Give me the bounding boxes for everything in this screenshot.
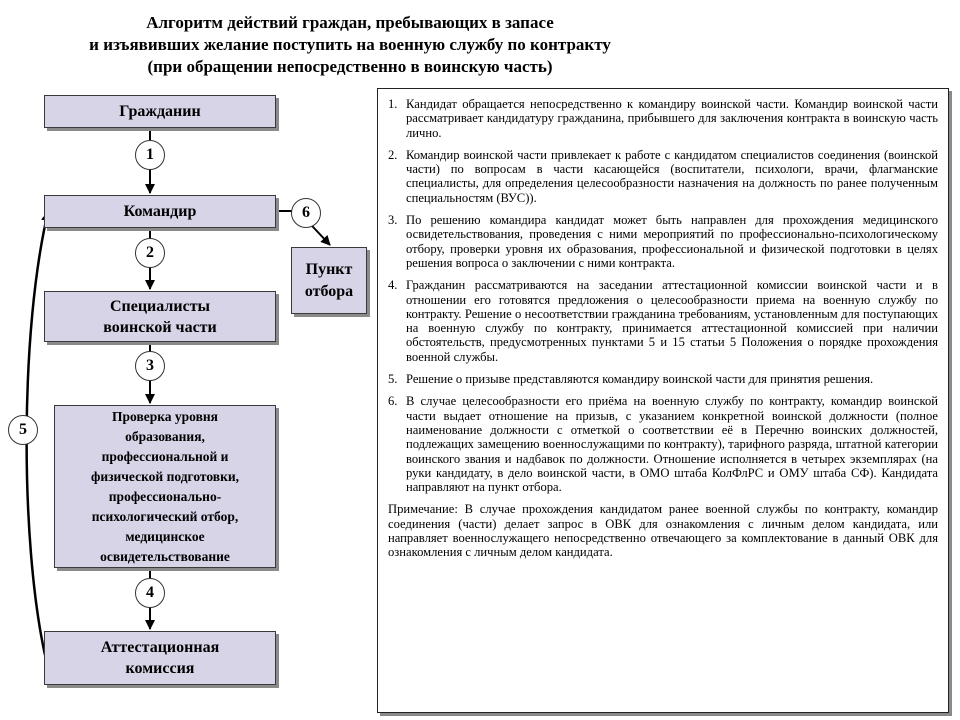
box-commander-label: Командир (123, 202, 197, 220)
list-item-1: 1. Кандидат обращается непосредственно к… (388, 97, 938, 140)
list-item-5-number: 5. (388, 372, 398, 387)
box-commander: Командир (44, 195, 276, 228)
list-item-3-number: 3. (388, 213, 398, 228)
box-specialists: Специалисты воинской части (44, 291, 276, 342)
explanation-panel: 1. Кандидат обращается непосредственно к… (377, 88, 949, 713)
list-item-5: 5. Решение о призыве представляются кома… (388, 372, 938, 386)
list-item-3: 3. По решению командира кандидат может б… (388, 213, 938, 270)
step-2: 2 (135, 238, 165, 268)
title-line-1: Алгоритм действий граждан, пребывающих в… (146, 13, 554, 32)
step-5: 5 (8, 415, 38, 445)
list-item-2-number: 2. (388, 147, 398, 162)
title-line-2: и изъявивших желание поступить на военну… (89, 35, 611, 54)
list-item-2-text: Командир воинской части привлекает к раб… (406, 147, 938, 205)
box-commission: Аттестационная комиссия (44, 631, 276, 685)
list-item-6-number: 6. (388, 394, 398, 409)
list-item-6: 6. В случае целесообразности его приёма … (388, 394, 938, 494)
list-item-3-text: По решению командира кандидат может быть… (406, 213, 938, 270)
note-text: Примечание: В случае прохождения кандида… (388, 502, 938, 560)
diagram-title: Алгоритм действий граждан, пребывающих в… (20, 12, 680, 78)
list-item-1-number: 1. (388, 97, 398, 111)
list-item-5-text: Решение о призыве представляются команди… (406, 372, 874, 387)
step-3: 3 (135, 351, 165, 381)
box-commission-label: Аттестационная комиссия (100, 639, 220, 677)
box-check: Проверка уровня образования, профессиона… (54, 405, 276, 568)
box-check-label: Проверка уровня образования, профессиона… (90, 408, 239, 564)
list-item-4: 4. Гражданин рассматриваются на заседани… (388, 278, 938, 364)
step-6: 6 (291, 198, 321, 228)
title-line-3: (при обращении непосредственно в воинску… (147, 57, 553, 76)
box-citizen: Гражданин (44, 95, 276, 128)
list-item-1-text: Кандидат обращается непосредственно к ко… (406, 97, 938, 140)
list-item-4-text: Гражданин рассматриваются на заседании а… (406, 278, 938, 364)
box-citizen-label: Гражданин (119, 102, 201, 120)
step-4: 4 (135, 578, 165, 608)
box-specialists-label: Специалисты воинской части (103, 297, 217, 336)
step-1: 1 (135, 140, 165, 170)
list-item-4-number: 4. (388, 278, 398, 293)
list-item-6-text: В случае целесообразности его приёма на … (406, 394, 938, 495)
list-item-2: 2. Командир воинской части привлекает к … (388, 148, 938, 205)
box-selection-point-label: Пункт отбора (304, 260, 354, 300)
box-selection-point: Пункт отбора (291, 247, 367, 314)
